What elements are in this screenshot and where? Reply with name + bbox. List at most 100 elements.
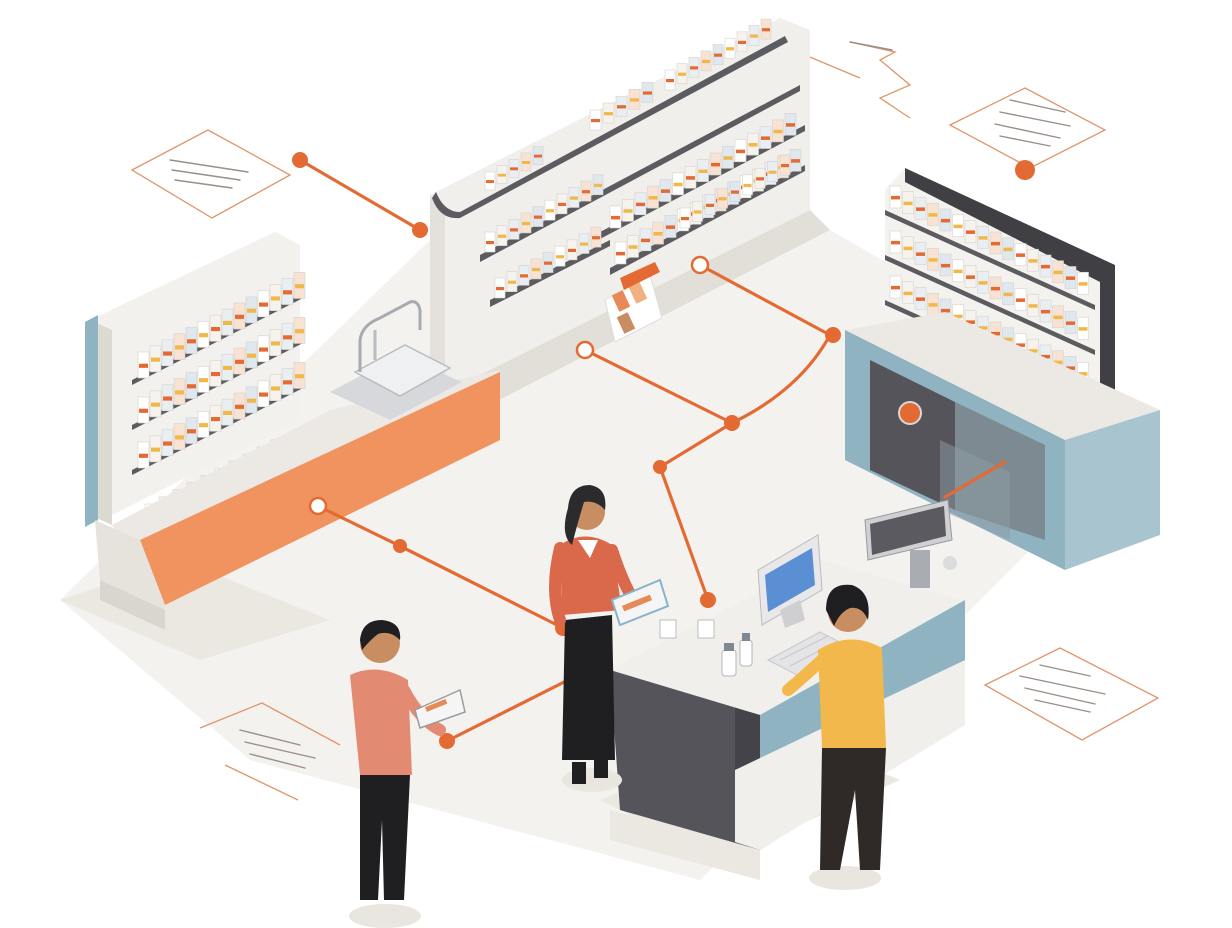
medicine-box-stripe [187, 384, 196, 389]
brochure-icon [604, 262, 663, 343]
medicine-box-stripe [1028, 349, 1038, 353]
medicine-box-stripe [641, 238, 650, 243]
medicine-box-stripe [648, 196, 658, 200]
medicine-box-stripe [891, 195, 900, 200]
medicine-box-stripe [903, 201, 913, 206]
medicine-box-stripe [139, 408, 148, 413]
medicine-box-stripe [223, 320, 232, 326]
medicine-box-stripe [681, 217, 689, 221]
customer-left [349, 620, 466, 928]
medicine-box-stripe [941, 218, 950, 223]
medicine-box-stripe [928, 258, 938, 262]
medicine-box-stripe [661, 189, 670, 193]
medicine-box-stripe [271, 296, 280, 301]
medicine-box-stripe [616, 251, 625, 256]
sink-icon [330, 300, 462, 420]
node-ring-center-wall [575, 340, 595, 360]
medicine-box-stripe [295, 284, 304, 289]
medicine-box-stripe [546, 209, 554, 213]
medicine-box-stripe [611, 215, 620, 220]
node-central-shelf [412, 222, 428, 238]
right-counter [845, 312, 1160, 570]
medicine-box-stripe [175, 390, 184, 395]
medicine-box-stripe [706, 203, 714, 207]
counter-emblem [898, 401, 922, 425]
medicine-box-stripe [966, 275, 975, 279]
medicine-box-stripe [522, 221, 530, 226]
medicine-bottle-icon [659, 619, 753, 677]
computer-monitor-icon [757, 534, 823, 628]
medicine-box-stripe [761, 136, 770, 140]
node-counter [700, 592, 716, 608]
medicine-box-stripe [259, 347, 268, 352]
medicine-box-stripe [1003, 292, 1013, 297]
node-top-left-start [292, 152, 308, 168]
medicine-box-stripe [711, 162, 720, 167]
medicine-box-stripe [594, 183, 602, 187]
medicine-box-stripe [1066, 276, 1075, 280]
medicine-box-stripe [686, 176, 695, 180]
medicine-box-stripe [139, 453, 148, 458]
callout-label-top-left [130, 129, 292, 219]
medicine-box-stripe [271, 386, 280, 391]
medicine-box-stripe [558, 202, 566, 207]
medicine-box-stripe [510, 167, 518, 171]
medicine-box-stripe [522, 161, 530, 164]
medicine-box-stripe [643, 91, 652, 95]
medicine-box-stripe [978, 281, 988, 285]
medicine-box-stripe [520, 274, 528, 278]
medicine-boxes-central [484, 18, 802, 299]
medicine-box-stripe [508, 280, 516, 284]
medicine-box-stripe [978, 326, 988, 330]
pharmacist [549, 485, 670, 792]
medicine-box-stripe [978, 236, 988, 240]
medicine-box-stripe [151, 447, 160, 452]
medicine-box-stripe [544, 261, 552, 265]
medicine-box-stripe [953, 269, 963, 274]
medicine-box-stripe [271, 341, 280, 346]
medicine-box-stripe [151, 357, 160, 362]
medicine-box-stripe [750, 34, 758, 38]
medicine-box-stripe [223, 365, 232, 371]
medicine-box-stripe [636, 202, 645, 207]
medicine-box-stripe [283, 380, 292, 385]
customer-right [782, 584, 886, 890]
medicine-box-stripe [966, 320, 975, 324]
medicine-box-stripe [743, 183, 752, 188]
medicine-box-stripe [534, 215, 542, 219]
medicine-box-stripe [678, 72, 686, 76]
medicine-box-stripe [1041, 354, 1050, 359]
medicine-box-stripe [1016, 343, 1025, 347]
medicine-box-stripe [738, 40, 746, 45]
medicine-box-stripe [1016, 298, 1025, 302]
medicine-box-stripe [916, 252, 925, 256]
medicine-box-stripe [534, 154, 542, 158]
medicine-box-stripe [151, 402, 160, 407]
callout-marker-top-right [1015, 160, 1035, 180]
medicine-box-stripe [1078, 282, 1088, 286]
top-shelf-edge [432, 36, 788, 219]
medicine-box-stripe [666, 79, 674, 83]
medicine-box-stripe [259, 392, 268, 397]
medicine-box-stripe [673, 182, 683, 187]
card-terminal-icon [864, 499, 957, 588]
medicine-box-stripe [235, 359, 244, 364]
medicine-box-stripe [486, 180, 494, 183]
medicine-box-stripe [630, 98, 639, 102]
medicine-box-stripe [693, 210, 702, 214]
medicine-box-stripe [199, 333, 208, 338]
medicine-box-stripe [498, 173, 506, 177]
medicine-box-stripe [723, 156, 733, 160]
medicine-box-stripe [199, 378, 208, 383]
medicine-box-stripe [736, 149, 745, 154]
callout-label-top-right [948, 87, 1107, 180]
medicine-box-stripe [916, 207, 925, 211]
medicine-box-stripe [1066, 366, 1075, 370]
workflow-connectors [292, 152, 1007, 749]
node-ring-left-counter [308, 496, 328, 516]
medicine-box-stripe [718, 197, 727, 201]
medicine-box-stripe [941, 308, 950, 313]
medicine-box-stripe [295, 329, 304, 334]
medicine-box-stripe [163, 351, 172, 356]
